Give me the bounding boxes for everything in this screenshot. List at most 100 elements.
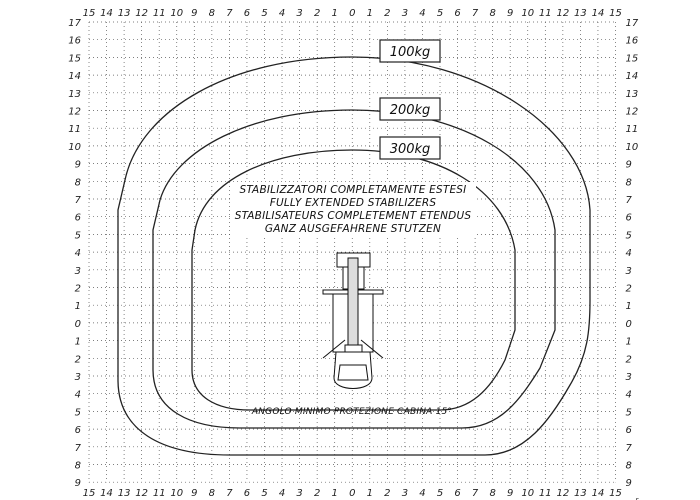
x-tick-label-bottom: 8 bbox=[209, 488, 215, 499]
x-tick-label-bottom: 9 bbox=[191, 488, 197, 499]
y-tick-label-right: 0 bbox=[626, 319, 632, 330]
y-tick-label-left: 3 bbox=[75, 372, 81, 383]
x-tick-label-top: 10 bbox=[170, 8, 183, 19]
y-tick-label-left: 4 bbox=[75, 248, 81, 259]
y-tick-label-left: 5 bbox=[75, 407, 81, 418]
y-tick-label-left: 15 bbox=[68, 53, 81, 64]
x-tick-label-top: 14 bbox=[592, 8, 605, 19]
y-tick-label-left: 6 bbox=[75, 425, 81, 436]
x-tick-label-bottom: 0 bbox=[349, 488, 355, 499]
x-tick-label-bottom: 15 bbox=[83, 488, 96, 499]
x-tick-label-top: 3 bbox=[296, 8, 302, 19]
x-tick-label-bottom: 14 bbox=[100, 488, 113, 499]
y-tick-label-left: 0 bbox=[75, 319, 81, 330]
y-tick-label-right: 8 bbox=[626, 177, 632, 188]
y-tick-label-right: 9 bbox=[626, 478, 632, 489]
corner-mark: r bbox=[636, 496, 640, 500]
y-tick-label-left: 1 bbox=[75, 337, 81, 348]
x-tick-label-bottom: 10 bbox=[521, 488, 534, 499]
x-tick-label-top: 13 bbox=[118, 8, 131, 19]
x-tick-label-top: 7 bbox=[472, 8, 479, 19]
x-tick-label-top: 4 bbox=[419, 8, 425, 19]
x-tick-label-bottom: 2 bbox=[314, 488, 320, 499]
x-tick-label-top: 8 bbox=[489, 8, 495, 19]
y-tick-label-left: 2 bbox=[75, 354, 81, 365]
x-tick-label-top: 1 bbox=[332, 8, 338, 19]
y-tick-label-right: 17 bbox=[626, 18, 639, 29]
x-tick-label-top: 5 bbox=[437, 8, 443, 19]
y-tick-label-left: 8 bbox=[75, 461, 81, 472]
x-tick-label-top: 14 bbox=[100, 8, 113, 19]
x-tick-label-top: 2 bbox=[314, 8, 320, 19]
y-tick-label-right: 2 bbox=[626, 284, 632, 295]
y-tick-label-right: 11 bbox=[626, 124, 639, 135]
x-tick-label-bottom: 7 bbox=[472, 488, 479, 499]
load-curves bbox=[117, 56, 591, 456]
y-tick-label-right: 10 bbox=[626, 142, 639, 153]
label-200kg: 200kg bbox=[379, 97, 441, 121]
caption-german: GANZ AUSGEFAHRENE STUTZEN bbox=[265, 223, 441, 235]
x-tick-label-bottom: 3 bbox=[402, 488, 408, 499]
x-tick-label-bottom: 15 bbox=[609, 488, 622, 499]
curve-200kg bbox=[152, 109, 556, 429]
label-300kg: 300kg bbox=[379, 136, 441, 160]
x-tick-label-top: 10 bbox=[521, 8, 534, 19]
x-tick-label-top: 6 bbox=[454, 8, 460, 19]
x-tick-label-bottom: 9 bbox=[507, 488, 513, 499]
curve-300kg bbox=[191, 149, 516, 411]
x-tick-label-bottom: 8 bbox=[489, 488, 495, 499]
y-tick-label-left: 10 bbox=[68, 142, 81, 153]
x-tick-label-top: 13 bbox=[574, 8, 587, 19]
y-tick-label-right: 15 bbox=[626, 53, 639, 64]
y-tick-label-left: 12 bbox=[68, 107, 81, 118]
y-tick-label-left: 1 bbox=[75, 301, 81, 312]
x-tick-label-top: 2 bbox=[384, 8, 390, 19]
x-tick-label-bottom: 3 bbox=[296, 488, 302, 499]
y-tick-label-right: 4 bbox=[626, 248, 632, 259]
x-tick-label-top: 5 bbox=[261, 8, 267, 19]
y-tick-label-right: 14 bbox=[626, 71, 639, 82]
y-tick-label-right: 5 bbox=[626, 230, 632, 241]
y-tick-label-left: 11 bbox=[68, 124, 81, 135]
caption-italian: STABILIZZATORI COMPLETAMENTE ESTESI bbox=[240, 184, 467, 196]
y-tick-label-left: 14 bbox=[68, 71, 81, 82]
x-tick-label-top: 12 bbox=[135, 8, 148, 19]
y-tick-label-right: 1 bbox=[626, 301, 632, 312]
x-tick-label-top: 4 bbox=[279, 8, 285, 19]
y-tick-label-right: 5 bbox=[626, 407, 632, 418]
y-tick-label-left: 8 bbox=[75, 177, 81, 188]
x-tick-label-bottom: 10 bbox=[170, 488, 183, 499]
x-tick-label-bottom: 4 bbox=[279, 488, 285, 499]
y-tick-label-left: 7 bbox=[75, 443, 82, 454]
truck-top-view bbox=[322, 252, 384, 389]
x-tick-label-top: 7 bbox=[226, 8, 233, 19]
caption-english: FULLY EXTENDED STABILIZERS bbox=[270, 197, 437, 209]
label-300kg-text: 300kg bbox=[390, 142, 431, 157]
caption-french: STABILISATEURS COMPLETEMENT ETENDUS bbox=[235, 210, 472, 222]
label-200kg-text: 200kg bbox=[390, 103, 431, 118]
caption: STABILIZZATORI COMPLETAMENTE ESTESI FULL… bbox=[230, 182, 476, 238]
y-tick-label-left: 5 bbox=[75, 230, 81, 241]
x-tick-label-top: 0 bbox=[349, 8, 355, 19]
y-tick-label-left: 4 bbox=[75, 390, 81, 401]
x-tick-label-bottom: 5 bbox=[261, 488, 267, 499]
x-tick-label-bottom: 6 bbox=[244, 488, 250, 499]
x-tick-label-top: 1 bbox=[367, 8, 373, 19]
y-tick-label-left: 16 bbox=[68, 36, 81, 47]
x-tick-label-bottom: 13 bbox=[574, 488, 587, 499]
y-tick-label-right: 3 bbox=[626, 372, 632, 383]
y-tick-label-right: 2 bbox=[626, 354, 632, 365]
x-tick-label-top: 12 bbox=[556, 8, 569, 19]
x-tick-label-top: 15 bbox=[83, 8, 96, 19]
x-tick-label-top: 3 bbox=[402, 8, 408, 19]
y-tick-label-left: 2 bbox=[75, 284, 81, 295]
y-tick-label-right: 8 bbox=[626, 461, 632, 472]
y-tick-label-right: 13 bbox=[626, 89, 639, 100]
x-tick-label-top: 6 bbox=[244, 8, 250, 19]
x-tick-label-bottom: 12 bbox=[135, 488, 148, 499]
x-tick-label-top: 11 bbox=[539, 8, 552, 19]
y-tick-label-left: 6 bbox=[75, 213, 81, 224]
y-tick-label-right: 7 bbox=[626, 443, 633, 454]
x-tick-label-bottom: 7 bbox=[226, 488, 233, 499]
